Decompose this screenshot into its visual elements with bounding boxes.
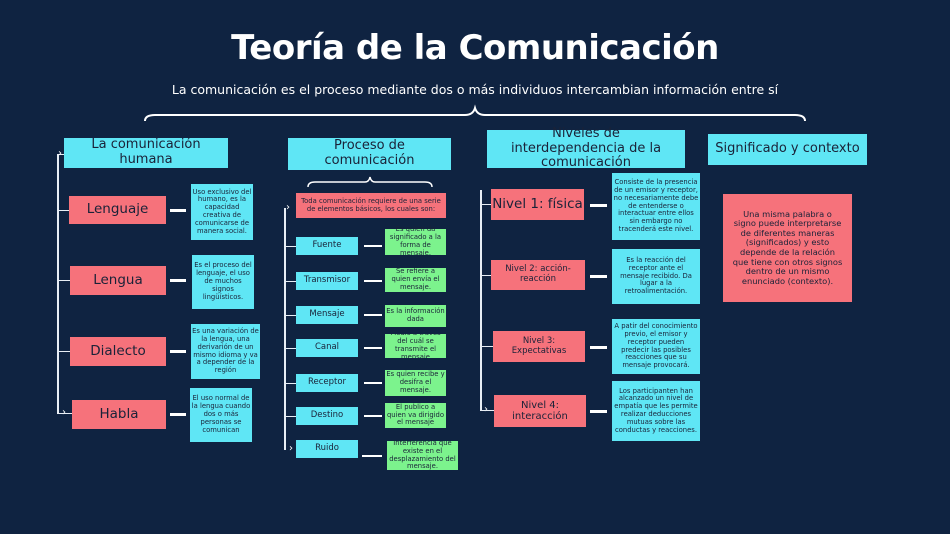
desc-lenguaje: Uso exclusivo del humano, es la capacida… bbox=[191, 184, 253, 240]
proceso-brace bbox=[307, 176, 433, 188]
desc-canal: Medio a través del cuál se transmite el … bbox=[385, 334, 446, 358]
proceso-intro: Toda comunicación requiere de una serie … bbox=[296, 193, 446, 218]
node-habla: Habla bbox=[72, 400, 166, 429]
significado-desc: Una misma palabra o signo puede interpre… bbox=[723, 194, 852, 302]
subtitle: La comunicación es el proceso mediante d… bbox=[171, 82, 779, 97]
desc-transmisor: Se refiere a quien envía el mensaje. bbox=[385, 267, 446, 292]
desc-nivel-4: Los participanten han alcanzado un nivel… bbox=[612, 381, 700, 441]
node-lengua: Lengua bbox=[70, 266, 166, 295]
element-ruido: Ruido bbox=[296, 440, 358, 458]
desc-fuente: Es quien da significado a la forma de me… bbox=[385, 225, 446, 257]
desc-nivel-3: A patir del conocimiento previo, el emis… bbox=[612, 319, 700, 374]
nivel-3: Nivel 3: Expectativas bbox=[493, 331, 585, 362]
arrow-icon: › bbox=[484, 405, 488, 415]
element-canal: Canal bbox=[296, 339, 358, 357]
significado-header: Significado y contexto bbox=[708, 134, 867, 165]
desc-nivel-1: Consiste de la presencia de un emisor y … bbox=[612, 173, 700, 240]
nivel-2: Nivel 2: acción-reacción bbox=[491, 260, 585, 290]
desc-receptor: Es quien recibe y desifra el mensaje. bbox=[385, 370, 446, 396]
niveles-header: Niveles de interdependencia de la comuni… bbox=[487, 126, 685, 170]
desc-nivel-2: Es la reacción del receptor ante el mens… bbox=[612, 249, 700, 304]
desc-mensaje: Es la información dada bbox=[385, 305, 446, 327]
humana-header: La comunicación humana bbox=[64, 137, 228, 168]
arrow-icon: › bbox=[62, 408, 66, 418]
element-mensaje: Mensaje bbox=[296, 306, 358, 324]
arrow-icon: › bbox=[286, 202, 290, 213]
desc-habla: El uso normal de la lengua cuando dos o … bbox=[190, 388, 252, 442]
node-lenguaje: Lenguaje bbox=[69, 196, 166, 224]
main-brace bbox=[144, 104, 806, 122]
arrow-icon: › bbox=[289, 443, 293, 454]
desc-ruido: Interferencia que existe en el desplazam… bbox=[387, 439, 458, 470]
element-receptor: Receptor bbox=[296, 374, 358, 392]
element-transmisor: Transmisor bbox=[296, 272, 358, 290]
nivel-4: Nivel 4: interacción bbox=[494, 395, 586, 427]
arrow-icon: › bbox=[58, 148, 62, 159]
bracket-line bbox=[57, 154, 59, 413]
desc-dialecto: Es una variación de la lengua, una deriv… bbox=[191, 324, 260, 379]
page-title: Teoría de la Comunicación bbox=[231, 28, 719, 68]
element-fuente: Fuente bbox=[296, 237, 358, 255]
desc-destino: El publico a quien va dirigido el mensaj… bbox=[385, 402, 446, 428]
proceso-header: Proceso de comunicación bbox=[288, 138, 451, 170]
element-destino: Destino bbox=[296, 407, 358, 425]
desc-lengua: Es el proceso del lenguaje, el uso de mu… bbox=[192, 255, 254, 309]
nivel-1: Nivel 1: física bbox=[491, 189, 584, 220]
node-dialecto: Dialecto bbox=[70, 337, 166, 366]
